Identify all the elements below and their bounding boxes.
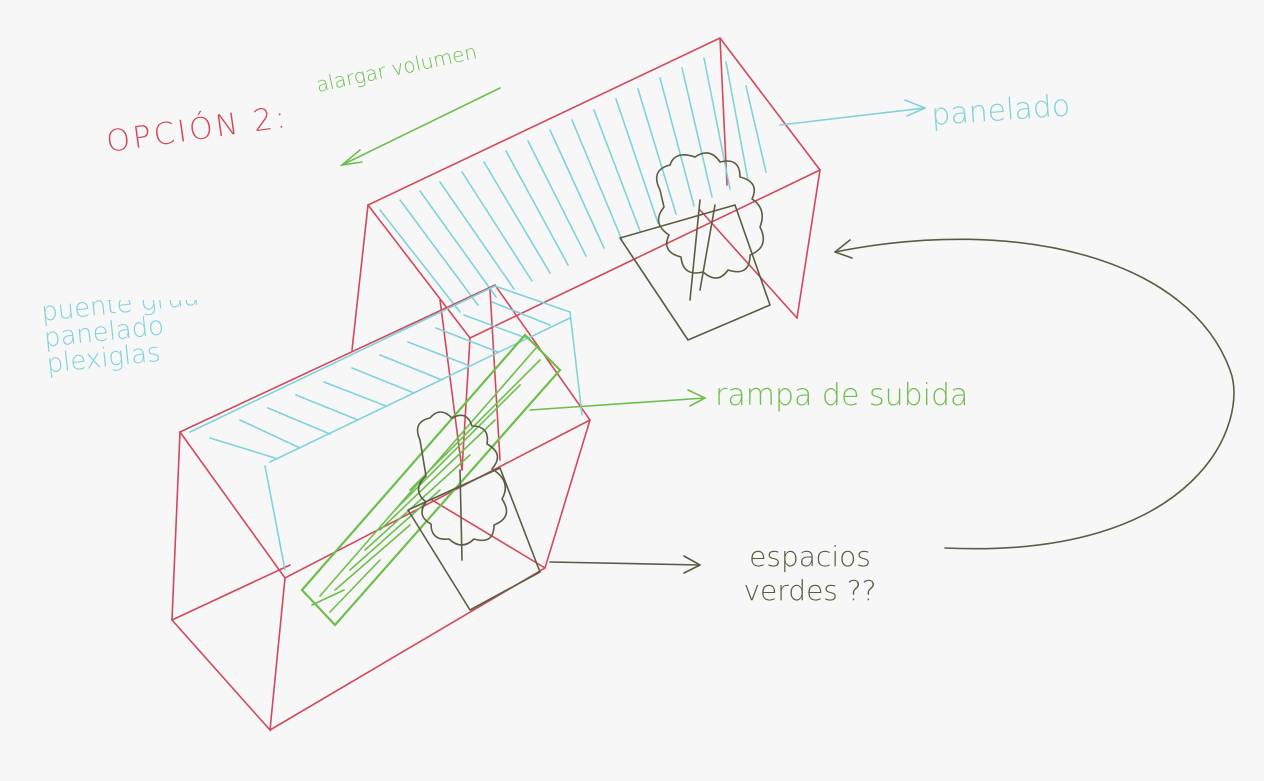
lengthen-label: alargar volumen — [314, 39, 479, 96]
arrow-icon — [339, 87, 501, 167]
ramp — [300, 333, 562, 627]
arrow-icon — [779, 99, 928, 126]
ramp-label: rampa de subida — [715, 378, 968, 413]
upper-paneling-hatch — [379, 57, 767, 313]
tree-icon — [619, 152, 771, 341]
tree-icon — [407, 411, 541, 611]
bridge-label-box: puente grúa panelado plexiglas — [40, 300, 201, 380]
bridge-label: puente grúa panelado plexiglas — [40, 300, 201, 380]
bridge-paneling — [189, 285, 583, 571]
arrow-icon — [549, 555, 701, 574]
option-label: OPCIÓN 2: — [104, 98, 291, 160]
green-spaces-label: espacios verdes ?? — [743, 540, 877, 607]
green-spaces-label-box: espacios verdes ?? — [743, 540, 877, 607]
paneling-label: panelado — [930, 88, 1071, 133]
arrow-icon — [834, 238, 1235, 550]
arrow-icon — [529, 389, 707, 411]
lower-volume — [171, 283, 591, 732]
